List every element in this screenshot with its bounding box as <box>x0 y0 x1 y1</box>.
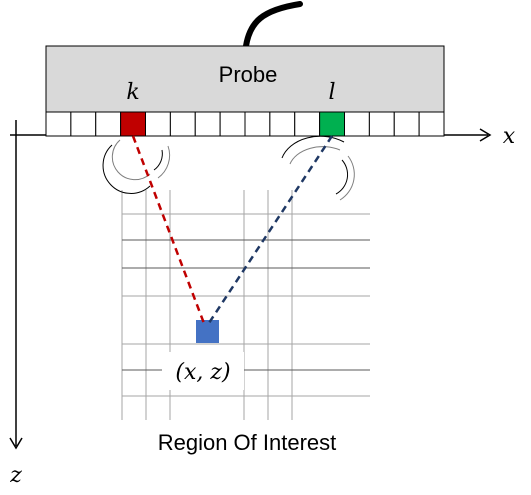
transducer-element <box>418 111 445 137</box>
wavefront-arc-l <box>289 146 341 165</box>
wavefront-arc-l <box>335 159 349 195</box>
element-l-label: l <box>328 80 335 105</box>
z-axis-arrowhead <box>9 437 23 450</box>
x-axis-label: x <box>503 124 516 149</box>
transducer-element <box>95 111 122 137</box>
receive-path-l <box>205 135 334 327</box>
transducer-array <box>45 111 445 137</box>
wavefront-arc-k <box>111 139 151 181</box>
transmit-path-k <box>131 135 207 327</box>
transducer-element-l <box>319 111 345 137</box>
transducer-element <box>244 111 271 137</box>
wavefront-arc-k <box>102 144 151 194</box>
transducer-element <box>344 111 370 137</box>
transducer-element <box>145 111 171 137</box>
wavefront-arc-l <box>281 135 345 159</box>
probe-label: Probe <box>219 62 278 87</box>
roi-label: Region Of Interest <box>158 430 337 455</box>
transducer-element <box>393 111 420 137</box>
focal-point-marker <box>196 320 219 343</box>
point-coordinate-label: (x, z) <box>175 360 230 385</box>
transducer-element <box>194 111 221 137</box>
wavefront-arc-l <box>339 155 355 201</box>
element-k-label: k <box>126 80 139 105</box>
transducer-element <box>169 111 196 137</box>
point-label-background <box>162 352 244 390</box>
wavefront-arc-k <box>153 149 163 171</box>
transducer-element <box>368 111 395 137</box>
transducer-element <box>219 111 246 137</box>
x-axis-arrowhead <box>479 128 492 142</box>
roi-grid <box>121 190 370 420</box>
transducer-element <box>45 111 72 137</box>
transducer-element <box>294 111 321 137</box>
transducer-element <box>269 111 296 137</box>
probe-body <box>45 45 445 113</box>
z-axis-label: z <box>9 463 22 488</box>
transducer-element-k <box>120 111 146 137</box>
wavefront-arc-k <box>157 145 171 179</box>
probe-cable <box>243 1 303 49</box>
transducer-element <box>70 111 97 137</box>
